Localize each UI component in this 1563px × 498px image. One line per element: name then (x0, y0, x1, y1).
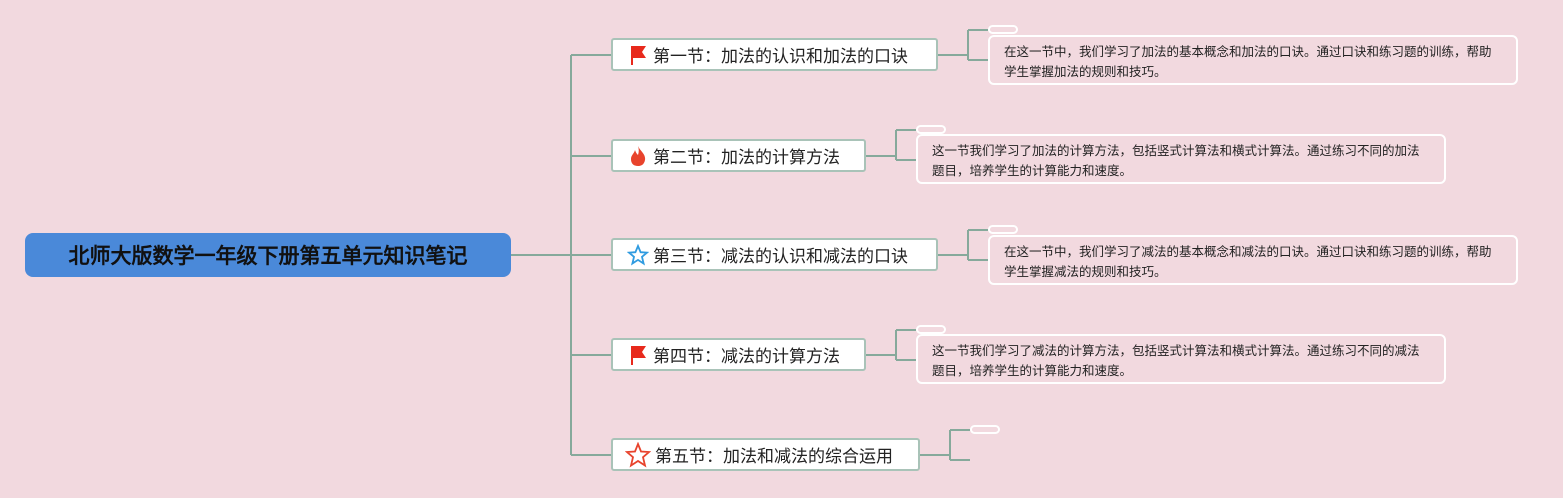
section-note-4[interactable]: 这一节我们学习了减法的计算方法，包括竖式计算法和横式计算法。通过练习不同的减法题… (916, 334, 1446, 384)
root-topic[interactable]: 北师大版数学一年级下册第五单元知识笔记 (25, 233, 511, 277)
note-text: 这一节我们学习了加法的计算方法，包括竖式计算法和横式计算法。通过练习不同的加法题… (932, 143, 1420, 178)
note-text: 这一节我们学习了减法的计算方法，包括竖式计算法和横式计算法。通过练习不同的减法题… (932, 343, 1420, 378)
section-note-2[interactable]: 这一节我们学习了加法的计算方法，包括竖式计算法和横式计算法。通过练习不同的加法题… (916, 134, 1446, 184)
section-node-3[interactable]: 第三节：减法的认识和减法的口诀 (611, 238, 938, 271)
section-note-1[interactable]: 在这一节中，我们学习了加法的基本概念和加法的口诀。通过口诀和练习题的训练，帮助学… (988, 35, 1518, 85)
empty-tag[interactable] (988, 225, 1018, 234)
section-node-5[interactable]: 第五节：加法和减法的综合运用 (611, 438, 920, 471)
note-text: 在这一节中，我们学习了加法的基本概念和加法的口诀。通过口诀和练习题的训练，帮助学… (1004, 44, 1492, 79)
section-label: 第一节：加法的认识和加法的口诀 (653, 47, 908, 67)
section-label: 第二节：加法的计算方法 (653, 148, 840, 168)
section-label: 第四节：减法的计算方法 (653, 347, 840, 367)
section-node-1[interactable]: 第一节：加法的认识和加法的口诀 (611, 38, 938, 71)
section-label: 第三节：减法的认识和减法的口诀 (653, 247, 908, 267)
section-node-2[interactable]: 第二节：加法的计算方法 (611, 139, 866, 172)
red-flag-icon (627, 344, 649, 366)
empty-tag[interactable] (916, 125, 946, 134)
red-flag-icon (627, 44, 649, 66)
section-note-3[interactable]: 在这一节中，我们学习了减法的基本概念和减法的口诀。通过口诀和练习题的训练，帮助学… (988, 235, 1518, 285)
root-title: 北师大版数学一年级下册第五单元知识笔记 (68, 244, 468, 268)
note-text: 在这一节中，我们学习了减法的基本概念和减法的口诀。通过口诀和练习题的训练，帮助学… (1004, 244, 1492, 279)
fire-icon (627, 145, 649, 167)
section-label: 第五节：加法和减法的综合运用 (655, 447, 893, 467)
empty-tag[interactable] (970, 425, 1000, 434)
empty-tag[interactable] (988, 25, 1018, 34)
empty-tag[interactable] (916, 325, 946, 334)
blue-star-icon (627, 243, 649, 266)
red-star-icon (625, 441, 651, 468)
section-node-4[interactable]: 第四节：减法的计算方法 (611, 338, 866, 371)
